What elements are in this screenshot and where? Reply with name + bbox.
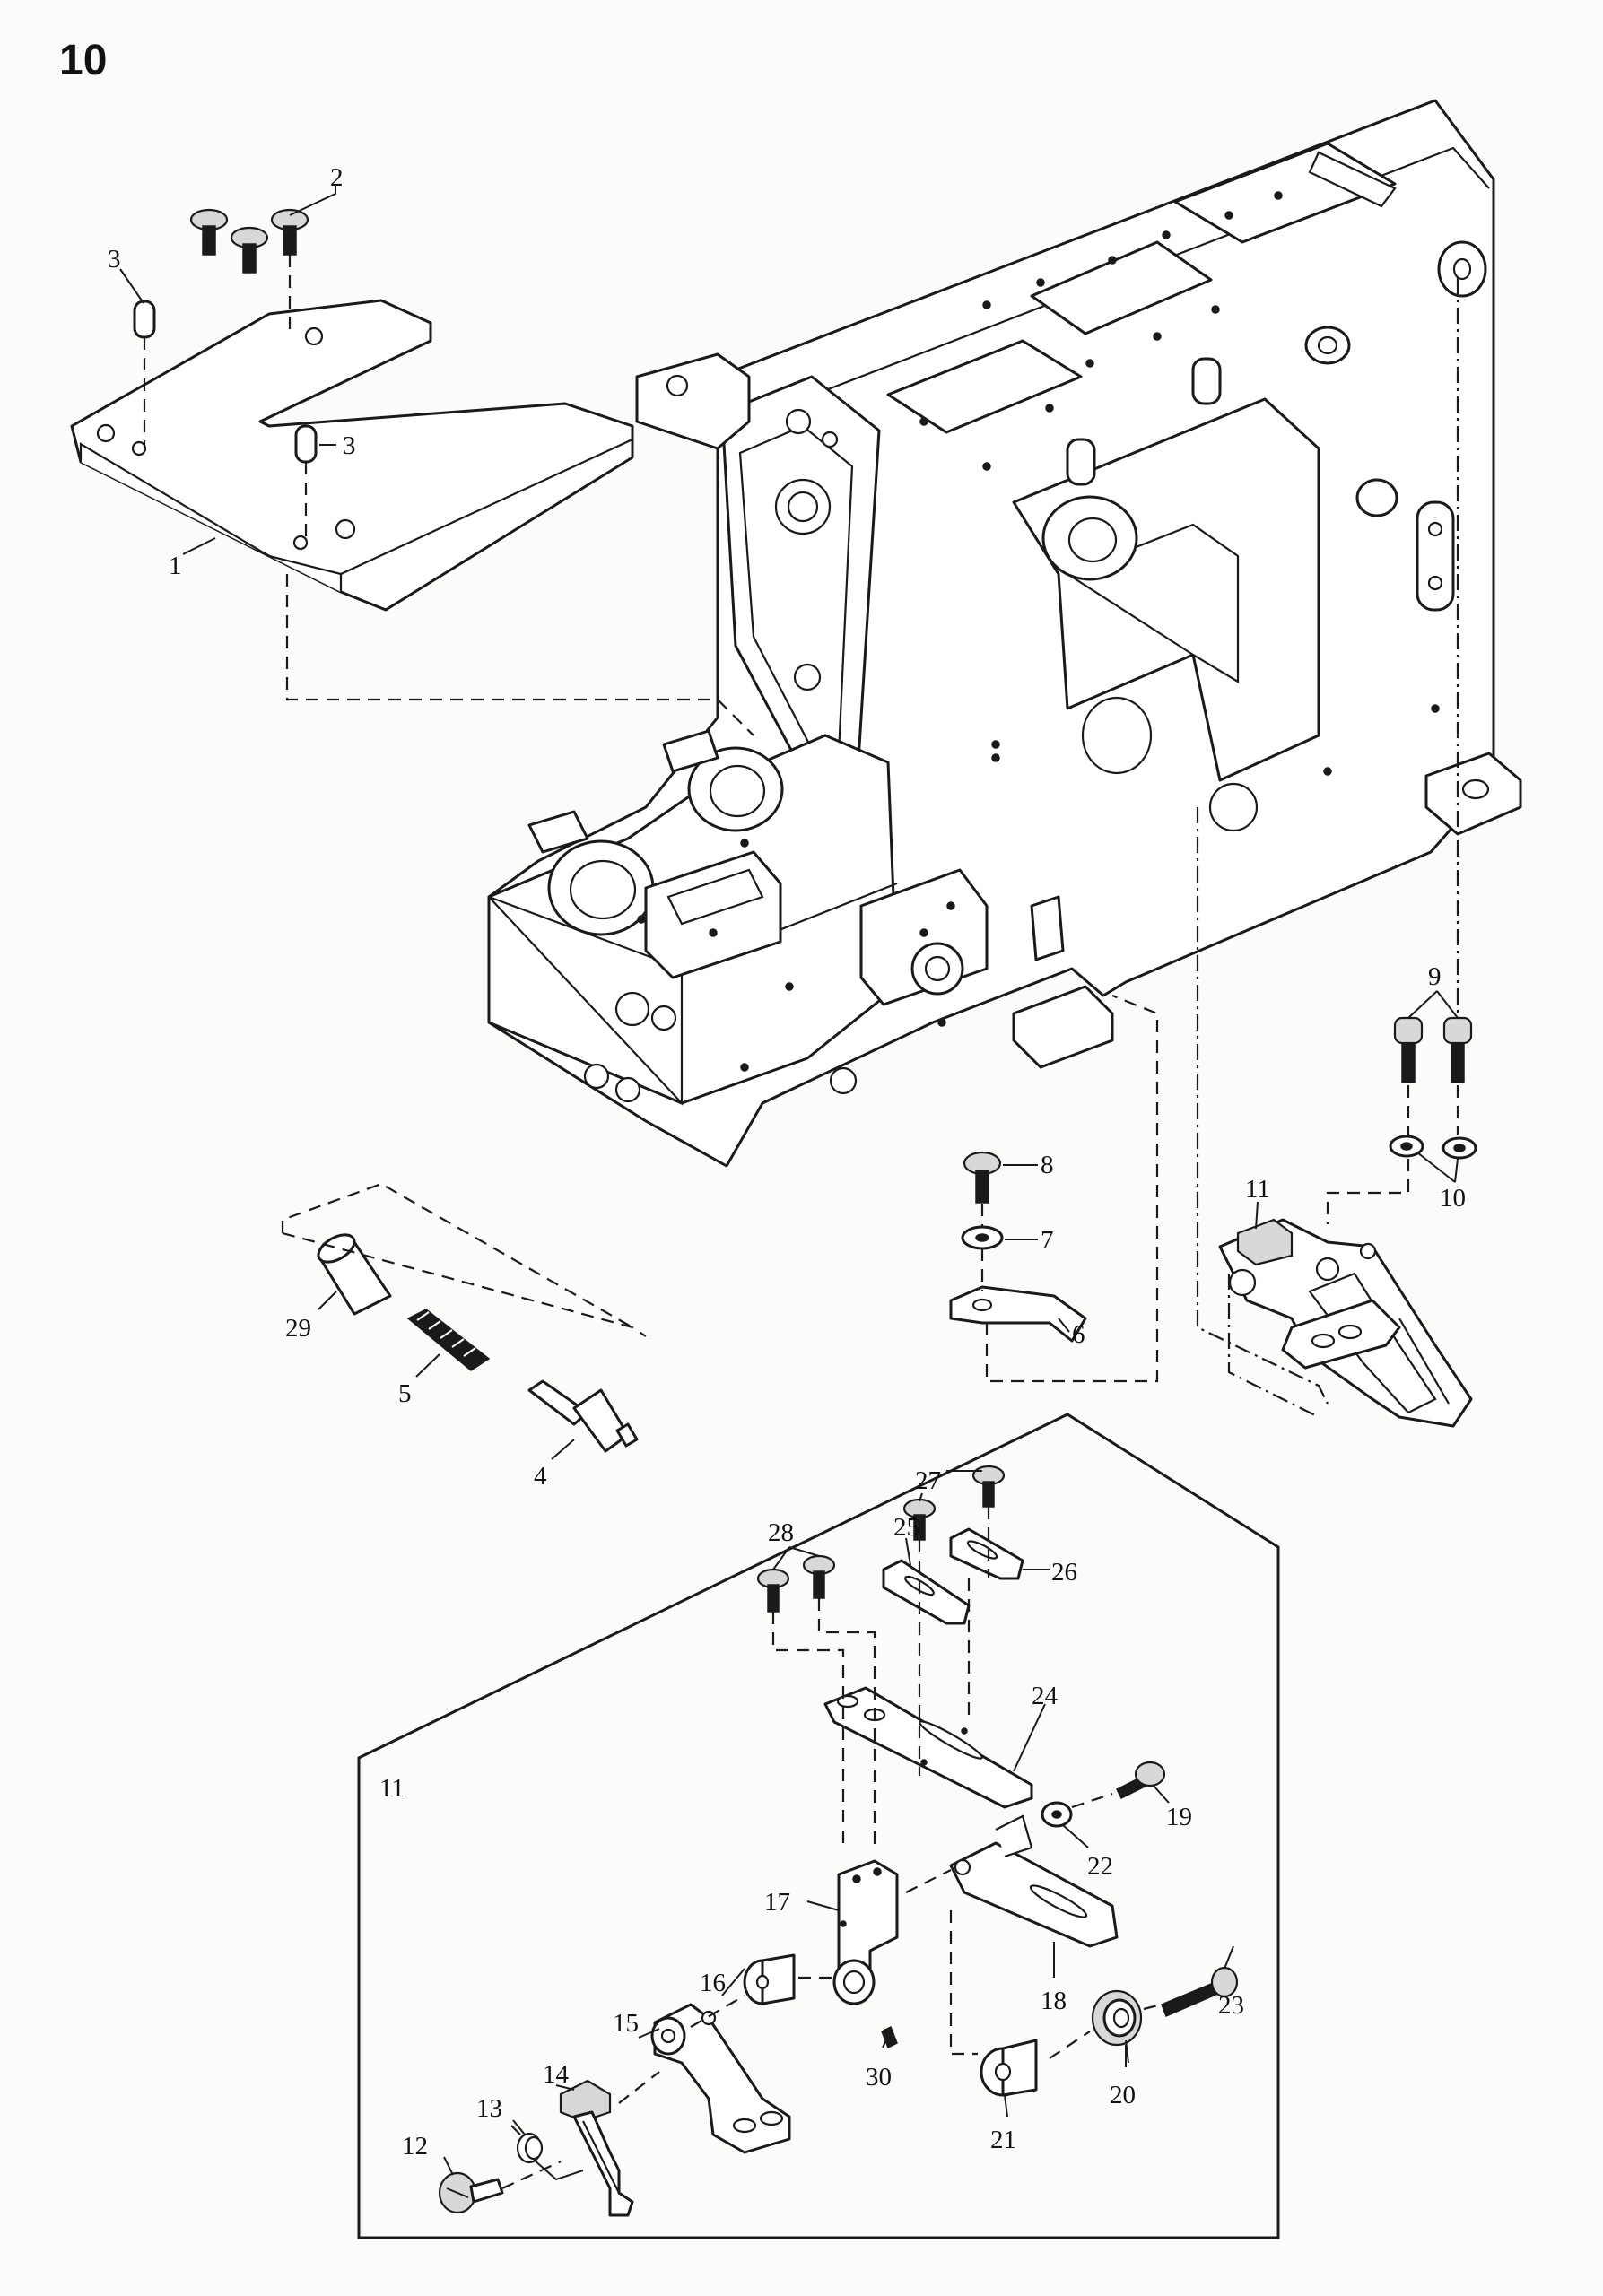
callout-16: 16 (700, 1969, 726, 1997)
callout-13: 13 (476, 2094, 502, 2123)
bushing-part-20 (1091, 1989, 1143, 2064)
callout-14: 14 (543, 2060, 570, 2089)
screw-part-23 (1161, 1966, 1239, 2017)
washer-part-7 (961, 1225, 1004, 1250)
callout-27: 27 (915, 1466, 941, 1495)
callout-25: 25 (893, 1513, 919, 1542)
leader-lines (119, 184, 1459, 2176)
callout-11-upper: 11 (1245, 1175, 1270, 1204)
screws-part-9 (1393, 1016, 1473, 1083)
callout-11-inset: 11 (379, 1774, 405, 1803)
sleeve-part-29 (317, 1233, 392, 1316)
washers-part-10 (1389, 1135, 1477, 1160)
callout-9: 9 (1428, 962, 1442, 991)
callout-5: 5 (398, 1379, 412, 1408)
callout-28: 28 (768, 1518, 794, 1547)
sheet-number: 10 (59, 37, 108, 84)
callout-3-lower: 3 (343, 431, 356, 460)
bracket-part-6 (949, 1285, 1087, 1343)
machine-bed-casting (487, 99, 1522, 1168)
callout-21: 21 (990, 2126, 1016, 2154)
callout-8: 8 (1041, 1151, 1054, 1179)
callout-17: 17 (764, 1888, 790, 1917)
plunger-part-4 (527, 1379, 639, 1453)
bed-plate-part-1 (70, 208, 634, 612)
looper-assembly-part-11 (1218, 1218, 1473, 1428)
callout-18: 18 (1041, 1987, 1067, 2015)
callout-26: 26 (1051, 1558, 1077, 1587)
callout-30: 30 (866, 2063, 892, 2092)
spring-part-13 (510, 2125, 584, 2181)
callout-15: 15 (613, 2009, 639, 2038)
callout-22: 22 (1087, 1852, 1113, 1881)
callout-24: 24 (1032, 1682, 1059, 1710)
screw-part-8 (963, 1151, 1002, 1204)
callout-20: 20 (1110, 2081, 1136, 2109)
screw-part-12 (438, 2171, 504, 2214)
sleeve-part-21 (980, 2039, 1038, 2097)
callout-10: 10 (1440, 1184, 1466, 1213)
callout-19: 19 (1166, 1803, 1192, 1831)
callout-3-upper: 3 (108, 245, 121, 274)
collar-part-16 (743, 1953, 796, 2005)
arm-part-15 (650, 2003, 791, 2154)
plate-part-24 (823, 1686, 1033, 1809)
callout-4: 4 (534, 1462, 547, 1491)
lever-part-18 (949, 1814, 1119, 1948)
screws-part-27 (902, 1465, 1006, 1541)
latch-part-14 (559, 2079, 634, 2217)
callout-12: 12 (402, 2132, 428, 2161)
dowel-pin-lower (294, 424, 318, 464)
callout-2: 2 (330, 163, 344, 192)
spring-part-5 (406, 1309, 491, 1371)
guide-part-26 (949, 1527, 1024, 1580)
callout-23: 23 (1218, 1991, 1244, 2020)
dowel-pin-upper (133, 300, 156, 339)
screw-part-19 (1115, 1761, 1166, 1800)
callout-7: 7 (1041, 1226, 1054, 1255)
washer-part-22 (1041, 1801, 1073, 1828)
block-part-17 (832, 1859, 899, 2005)
plate-screws (189, 208, 309, 274)
callout-6: 6 (1072, 1320, 1085, 1349)
casting-small-holes (637, 191, 1440, 1072)
callout-labels: 2 3 3 1 9 11 10 8 7 6 29 5 4 27 28 25 26… (108, 163, 1466, 2161)
guide-part-25 (882, 1559, 971, 1625)
screws-part-28 (756, 1554, 836, 1613)
callout-1: 1 (169, 552, 182, 580)
callout-29: 29 (285, 1314, 311, 1343)
